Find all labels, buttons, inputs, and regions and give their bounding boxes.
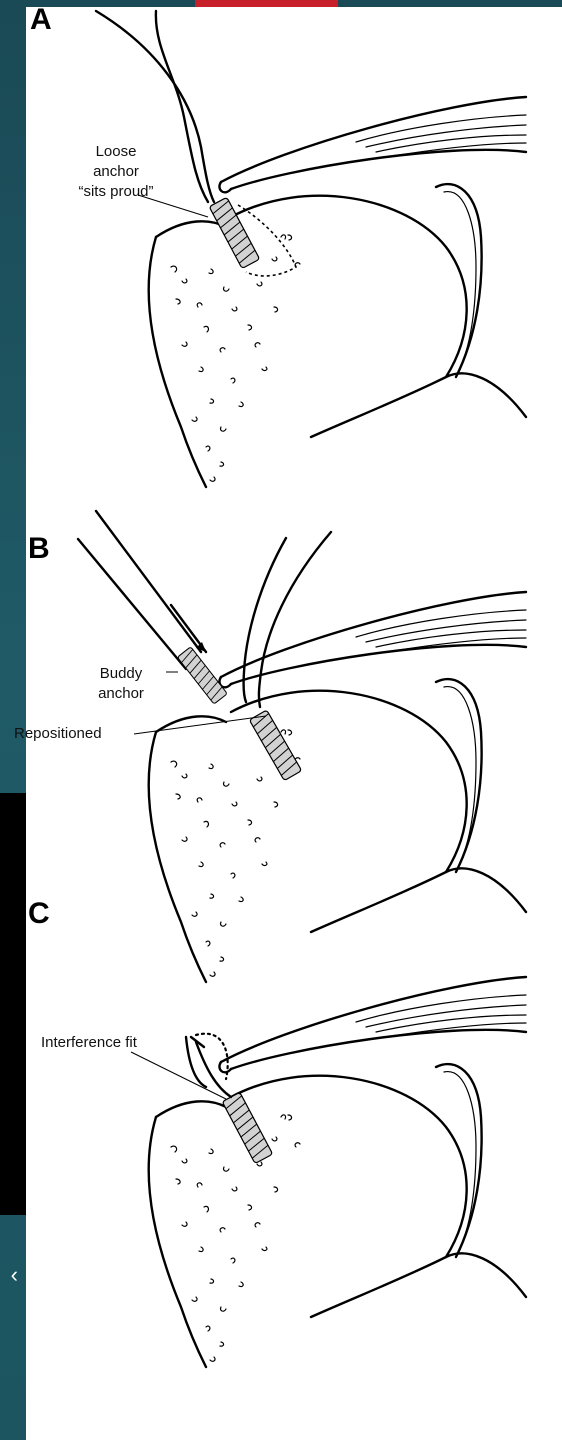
panel-a-drawing [96,11,526,487]
label-buddy: Buddy [76,665,166,683]
panel-letter-b: B [28,534,50,564]
panel-b-drawing [78,511,526,982]
figure-illustration: A B C Loose anchor “sits proud” Buddy an… [26,7,562,1440]
label-loose: Loose [66,143,166,161]
label-anchor-b: anchor [76,685,166,703]
panel-letter-a: A [30,5,52,35]
slide-edge-glyph: ‹ [0,1262,18,1288]
label-repositioned: Repositioned [14,725,134,743]
label-sits-proud: “sits proud” [56,183,176,201]
slide-accent-bar [195,0,338,7]
panel-letter-c: C [28,899,50,929]
slide-side-panel [0,793,26,1215]
label-interference-fit: Interference fit [41,1034,191,1052]
figure-drawing [26,7,562,1440]
label-anchor-a: anchor [66,163,166,181]
